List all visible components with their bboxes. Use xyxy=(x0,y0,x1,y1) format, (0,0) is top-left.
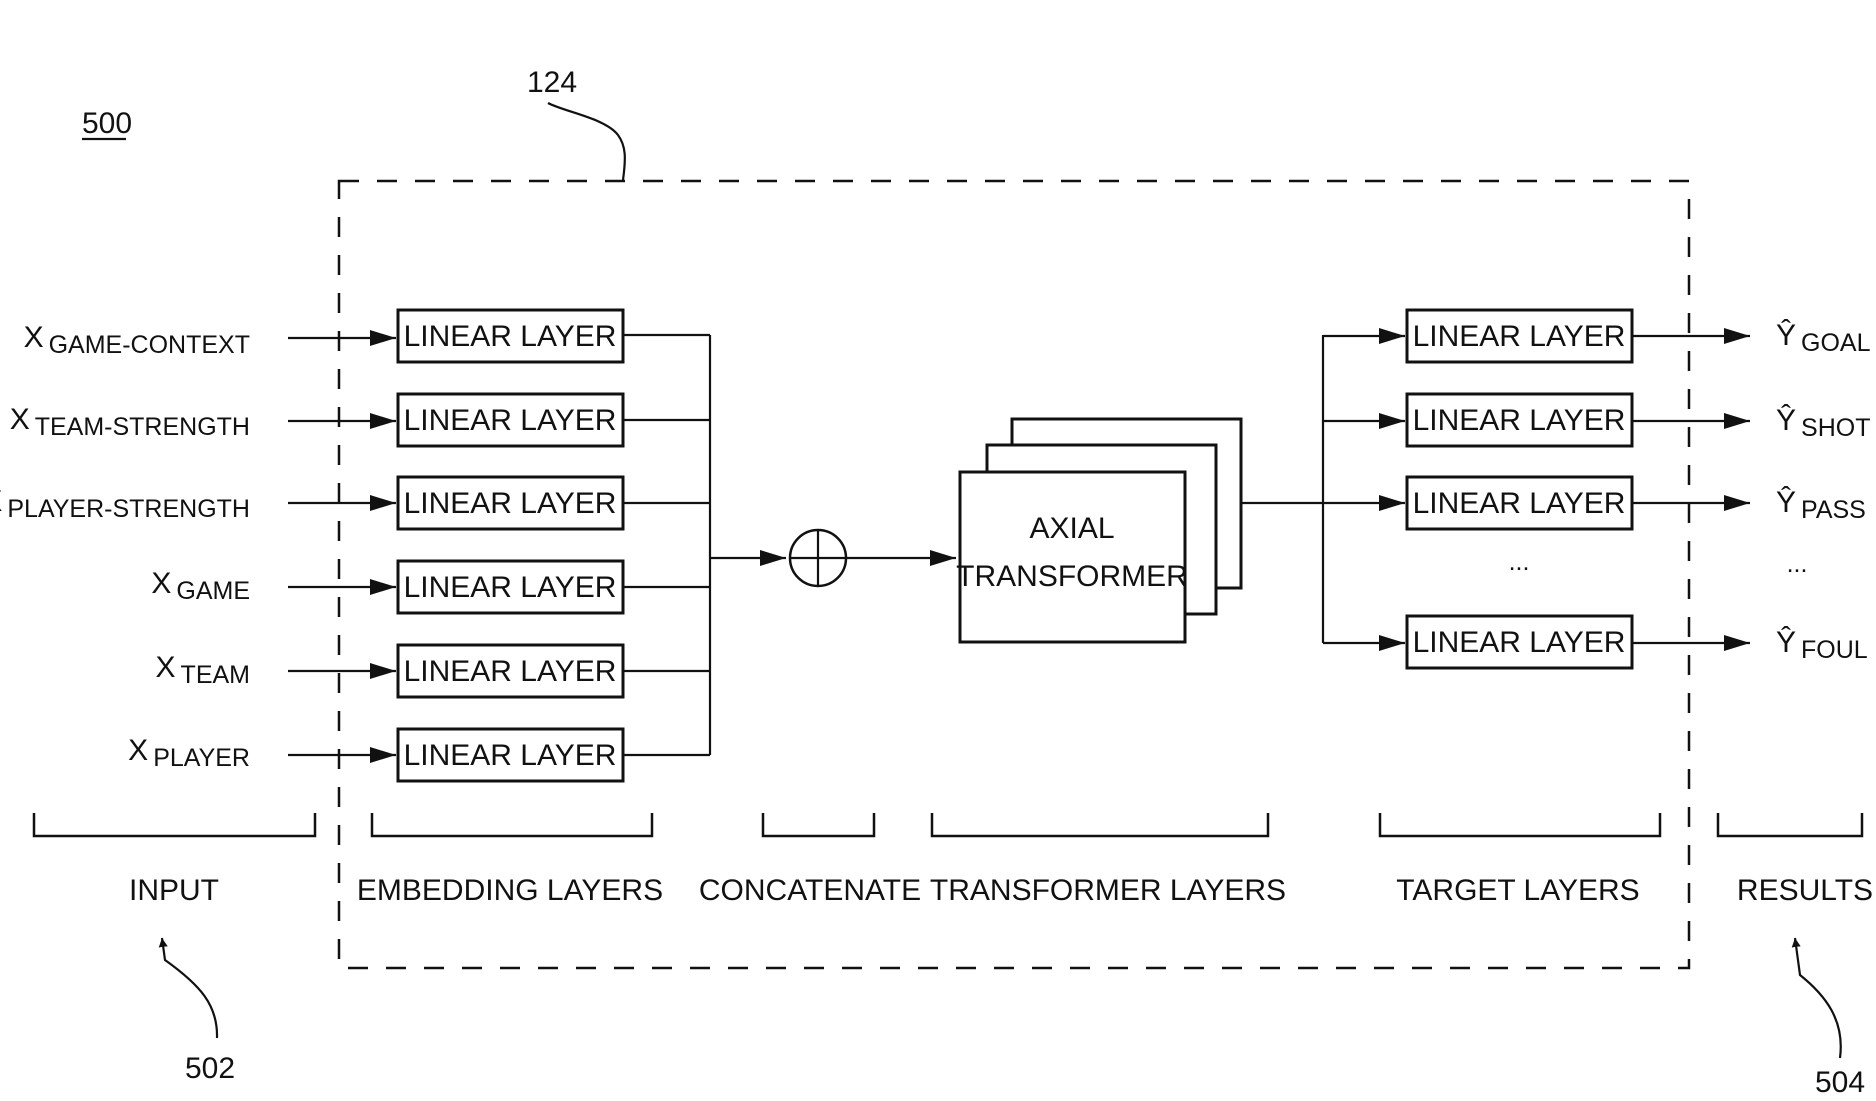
transformer-front-layer xyxy=(960,472,1185,642)
input-bracket xyxy=(34,813,315,836)
input-group: XGAME-CONTEXT XTEAM-STRENGTH XPLAYER-STR… xyxy=(0,321,250,772)
section-label-embedding: EMBEDDING LAYERS xyxy=(357,874,663,907)
input-label: XGAME-CONTEXT xyxy=(24,321,250,359)
svg-text:LINEAR LAYER: LINEAR LAYER xyxy=(404,739,617,772)
svg-text:LINEAR LAYER: LINEAR LAYER xyxy=(1413,626,1626,659)
svg-text:LINEAR LAYER: LINEAR LAYER xyxy=(1413,320,1626,353)
module-reference-label: 124 xyxy=(527,66,577,99)
results-reference-leader xyxy=(1795,938,1841,1058)
transformer-label-line2: TRANSFORMER xyxy=(956,560,1188,593)
input-arrows xyxy=(288,338,396,755)
embedding-linear-layer: LINEAR LAYER xyxy=(398,561,623,613)
concat-bus xyxy=(623,335,786,755)
transformer-bracket xyxy=(932,813,1268,836)
output-label: ŶFOUL xyxy=(1776,626,1868,664)
embedding-linear-layer: LINEAR LAYER xyxy=(398,310,623,362)
section-label-transformer: TRANSFORMER LAYERS xyxy=(930,874,1286,907)
target-layers: LINEAR LAYER LINEAR LAYER LINEAR LAYER L… xyxy=(1407,310,1632,668)
axial-transformer-stack: AXIAL TRANSFORMER xyxy=(956,419,1241,642)
embedding-linear-layer: LINEAR LAYER xyxy=(398,729,623,781)
section-label-input: INPUT xyxy=(129,874,219,907)
concatenate-symbol xyxy=(790,530,846,586)
input-label: XGAME xyxy=(151,567,250,605)
results-reference-label: 504 xyxy=(1815,1066,1865,1099)
embedding-linear-layer: LINEAR LAYER xyxy=(398,394,623,446)
input-reference-leader xyxy=(162,938,217,1038)
section-brackets xyxy=(34,813,1862,836)
embedding-layers: LINEAR LAYER LINEAR LAYER LINEAR LAYER L… xyxy=(398,310,623,781)
outputs-ellipsis: ... xyxy=(1787,550,1808,578)
input-reference-label: 502 xyxy=(185,1052,235,1085)
target-linear-layer: LINEAR LAYER xyxy=(1407,310,1632,362)
results-bracket xyxy=(1718,813,1862,836)
output-label: ŶGOAL xyxy=(1776,319,1871,357)
svg-text:LINEAR LAYER: LINEAR LAYER xyxy=(404,320,617,353)
concatenate-bracket xyxy=(763,813,874,836)
section-label-concatenate: CONCATENATE xyxy=(699,874,921,907)
target-linear-layer: LINEAR LAYER xyxy=(1407,616,1632,668)
svg-text:LINEAR LAYER: LINEAR LAYER xyxy=(1413,487,1626,520)
target-linear-layer: LINEAR LAYER xyxy=(1407,394,1632,446)
output-label: ŶSHOT xyxy=(1776,404,1870,442)
output-arrows xyxy=(1632,336,1750,643)
embedding-linear-layer: LINEAR LAYER xyxy=(398,645,623,697)
embedding-linear-layer: LINEAR LAYER xyxy=(398,477,623,529)
section-labels: INPUT EMBEDDING LAYERS CONCATENATE TRANS… xyxy=(129,874,1873,907)
output-label: ŶPASS xyxy=(1776,486,1866,524)
section-label-results: RESULTS xyxy=(1737,874,1873,907)
svg-text:LINEAR LAYER: LINEAR LAYER xyxy=(404,571,617,604)
target-linear-layer: LINEAR LAYER xyxy=(1407,477,1632,529)
target-layers-ellipsis: ... xyxy=(1509,548,1530,576)
svg-text:LINEAR LAYER: LINEAR LAYER xyxy=(404,404,617,437)
embedding-bracket xyxy=(372,813,652,836)
target-bus xyxy=(1241,335,1405,643)
input-label: XTEAM-STRENGTH xyxy=(10,403,250,441)
module-reference-leader xyxy=(548,103,625,180)
target-bracket xyxy=(1380,813,1660,836)
svg-text:LINEAR LAYER: LINEAR LAYER xyxy=(1413,404,1626,437)
svg-text:LINEAR LAYER: LINEAR LAYER xyxy=(404,655,617,688)
svg-text:LINEAR LAYER: LINEAR LAYER xyxy=(404,487,617,520)
output-group: ŶGOAL ŶSHOT ŶPASS ... ŶFOUL xyxy=(1776,319,1871,664)
input-label: XTEAM xyxy=(156,651,250,689)
input-label: XPLAYER-STRENGTH xyxy=(0,485,250,523)
transformer-label-line1: AXIAL xyxy=(1029,512,1114,545)
section-label-target: TARGET LAYERS xyxy=(1396,874,1639,907)
figure-number: 500 xyxy=(82,107,132,140)
input-label: XPLAYER xyxy=(128,734,250,772)
